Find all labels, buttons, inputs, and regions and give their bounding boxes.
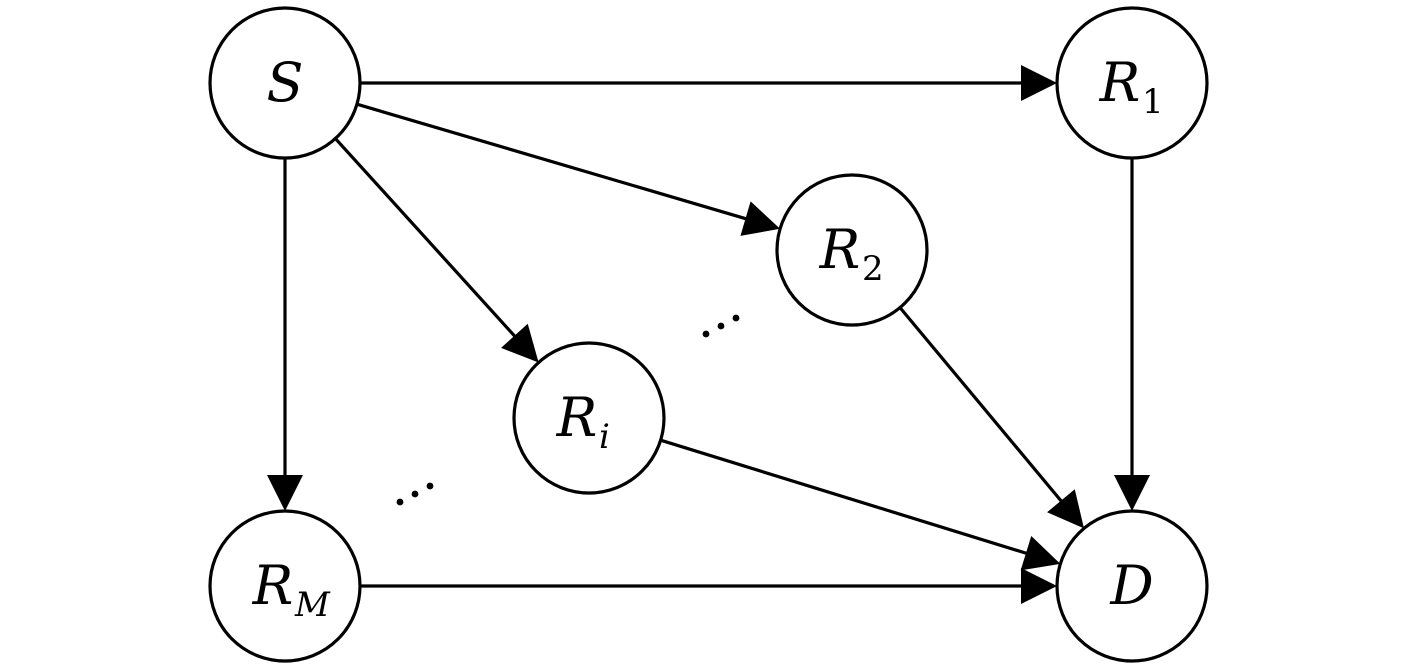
node-label: R <box>819 218 861 281</box>
node-circle <box>208 6 362 160</box>
node-subscript: M <box>294 585 331 625</box>
node-circle <box>1055 509 1209 663</box>
node-circle <box>208 509 362 663</box>
arrowhead <box>1021 65 1057 101</box>
edges-layer <box>267 65 1150 604</box>
edge-line <box>334 137 517 339</box>
node-circle <box>512 341 666 495</box>
node-circle <box>775 173 929 327</box>
node-subscript: 2 <box>862 249 884 289</box>
arrowhead <box>1021 568 1057 604</box>
edge-S-to-R2 <box>356 102 781 236</box>
node-S: S <box>208 6 362 160</box>
node-label: R <box>252 554 294 617</box>
node-subscript: i <box>599 417 610 457</box>
edge-S-to-RM <box>267 158 303 511</box>
edge-S-to-R1 <box>360 65 1057 101</box>
ellipsis-between-Ri-and-RM <box>396 482 434 506</box>
node-D: D <box>1055 509 1209 663</box>
node-label: D <box>1109 554 1153 617</box>
node-label: S <box>267 51 304 114</box>
ellipsis-layer <box>396 314 740 506</box>
node-label: R <box>1099 51 1141 114</box>
edge-line <box>898 306 1064 504</box>
edge-line <box>660 438 1029 556</box>
ellipsis-dot <box>732 314 740 322</box>
arrowhead <box>740 201 781 236</box>
edge-RM-to-D <box>360 568 1057 604</box>
node-circle <box>1055 6 1209 160</box>
arrowhead <box>1020 535 1061 571</box>
edge-S-to-Ri <box>334 137 539 363</box>
ellipsis-dot <box>396 498 404 506</box>
ellipsis-dot <box>426 482 434 490</box>
edge-Ri-to-D <box>660 438 1061 571</box>
ellipsis-between-R2-and-Ri <box>702 314 740 338</box>
edge-R1-to-D <box>1114 158 1150 511</box>
ellipsis-dot <box>411 490 419 498</box>
ellipsis-dot <box>717 322 725 330</box>
arrowhead <box>1047 489 1084 529</box>
edge-R2-to-D <box>898 306 1084 529</box>
edge-line <box>356 102 748 221</box>
node-label: R <box>556 386 598 449</box>
ellipsis-dot <box>702 330 710 338</box>
arrowhead <box>1114 475 1150 511</box>
node-subscript: 1 <box>1142 82 1164 122</box>
arrowhead <box>501 323 539 363</box>
arrowhead <box>267 475 303 511</box>
